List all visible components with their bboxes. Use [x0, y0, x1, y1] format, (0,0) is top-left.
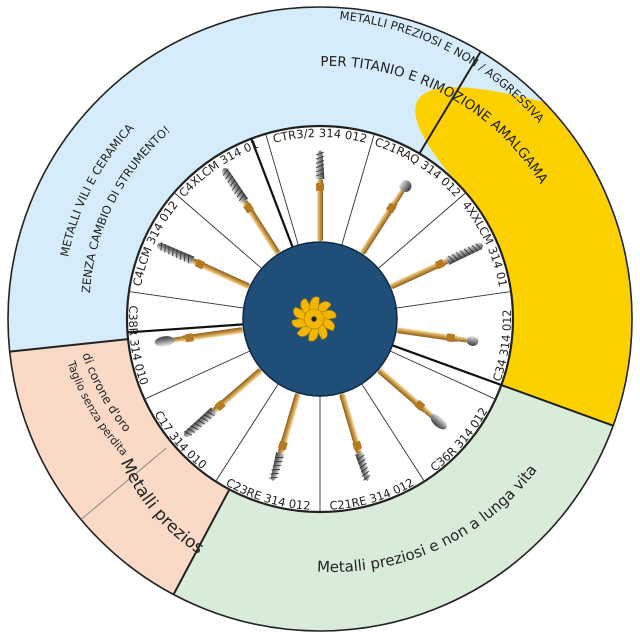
sector-salmon — [9, 339, 230, 595]
outer-ring — [7, 6, 633, 632]
sector-yellow — [415, 87, 632, 426]
tool-image — [269, 393, 301, 481]
tool-image — [315, 150, 325, 241]
tool-images — [154, 150, 484, 481]
tool-image — [397, 327, 479, 346]
central-hub — [242, 241, 398, 397]
sector-light-green — [173, 385, 614, 632]
sector-light-blue — [7, 6, 481, 352]
tool-image — [360, 180, 412, 255]
tool-image — [390, 242, 484, 289]
tool-image — [156, 242, 250, 289]
tool-image — [339, 393, 371, 481]
tool-image — [154, 327, 243, 347]
cutter-icon — [291, 296, 337, 342]
tool-image — [221, 168, 280, 255]
tool-image — [377, 368, 447, 430]
tool-image — [184, 368, 263, 438]
